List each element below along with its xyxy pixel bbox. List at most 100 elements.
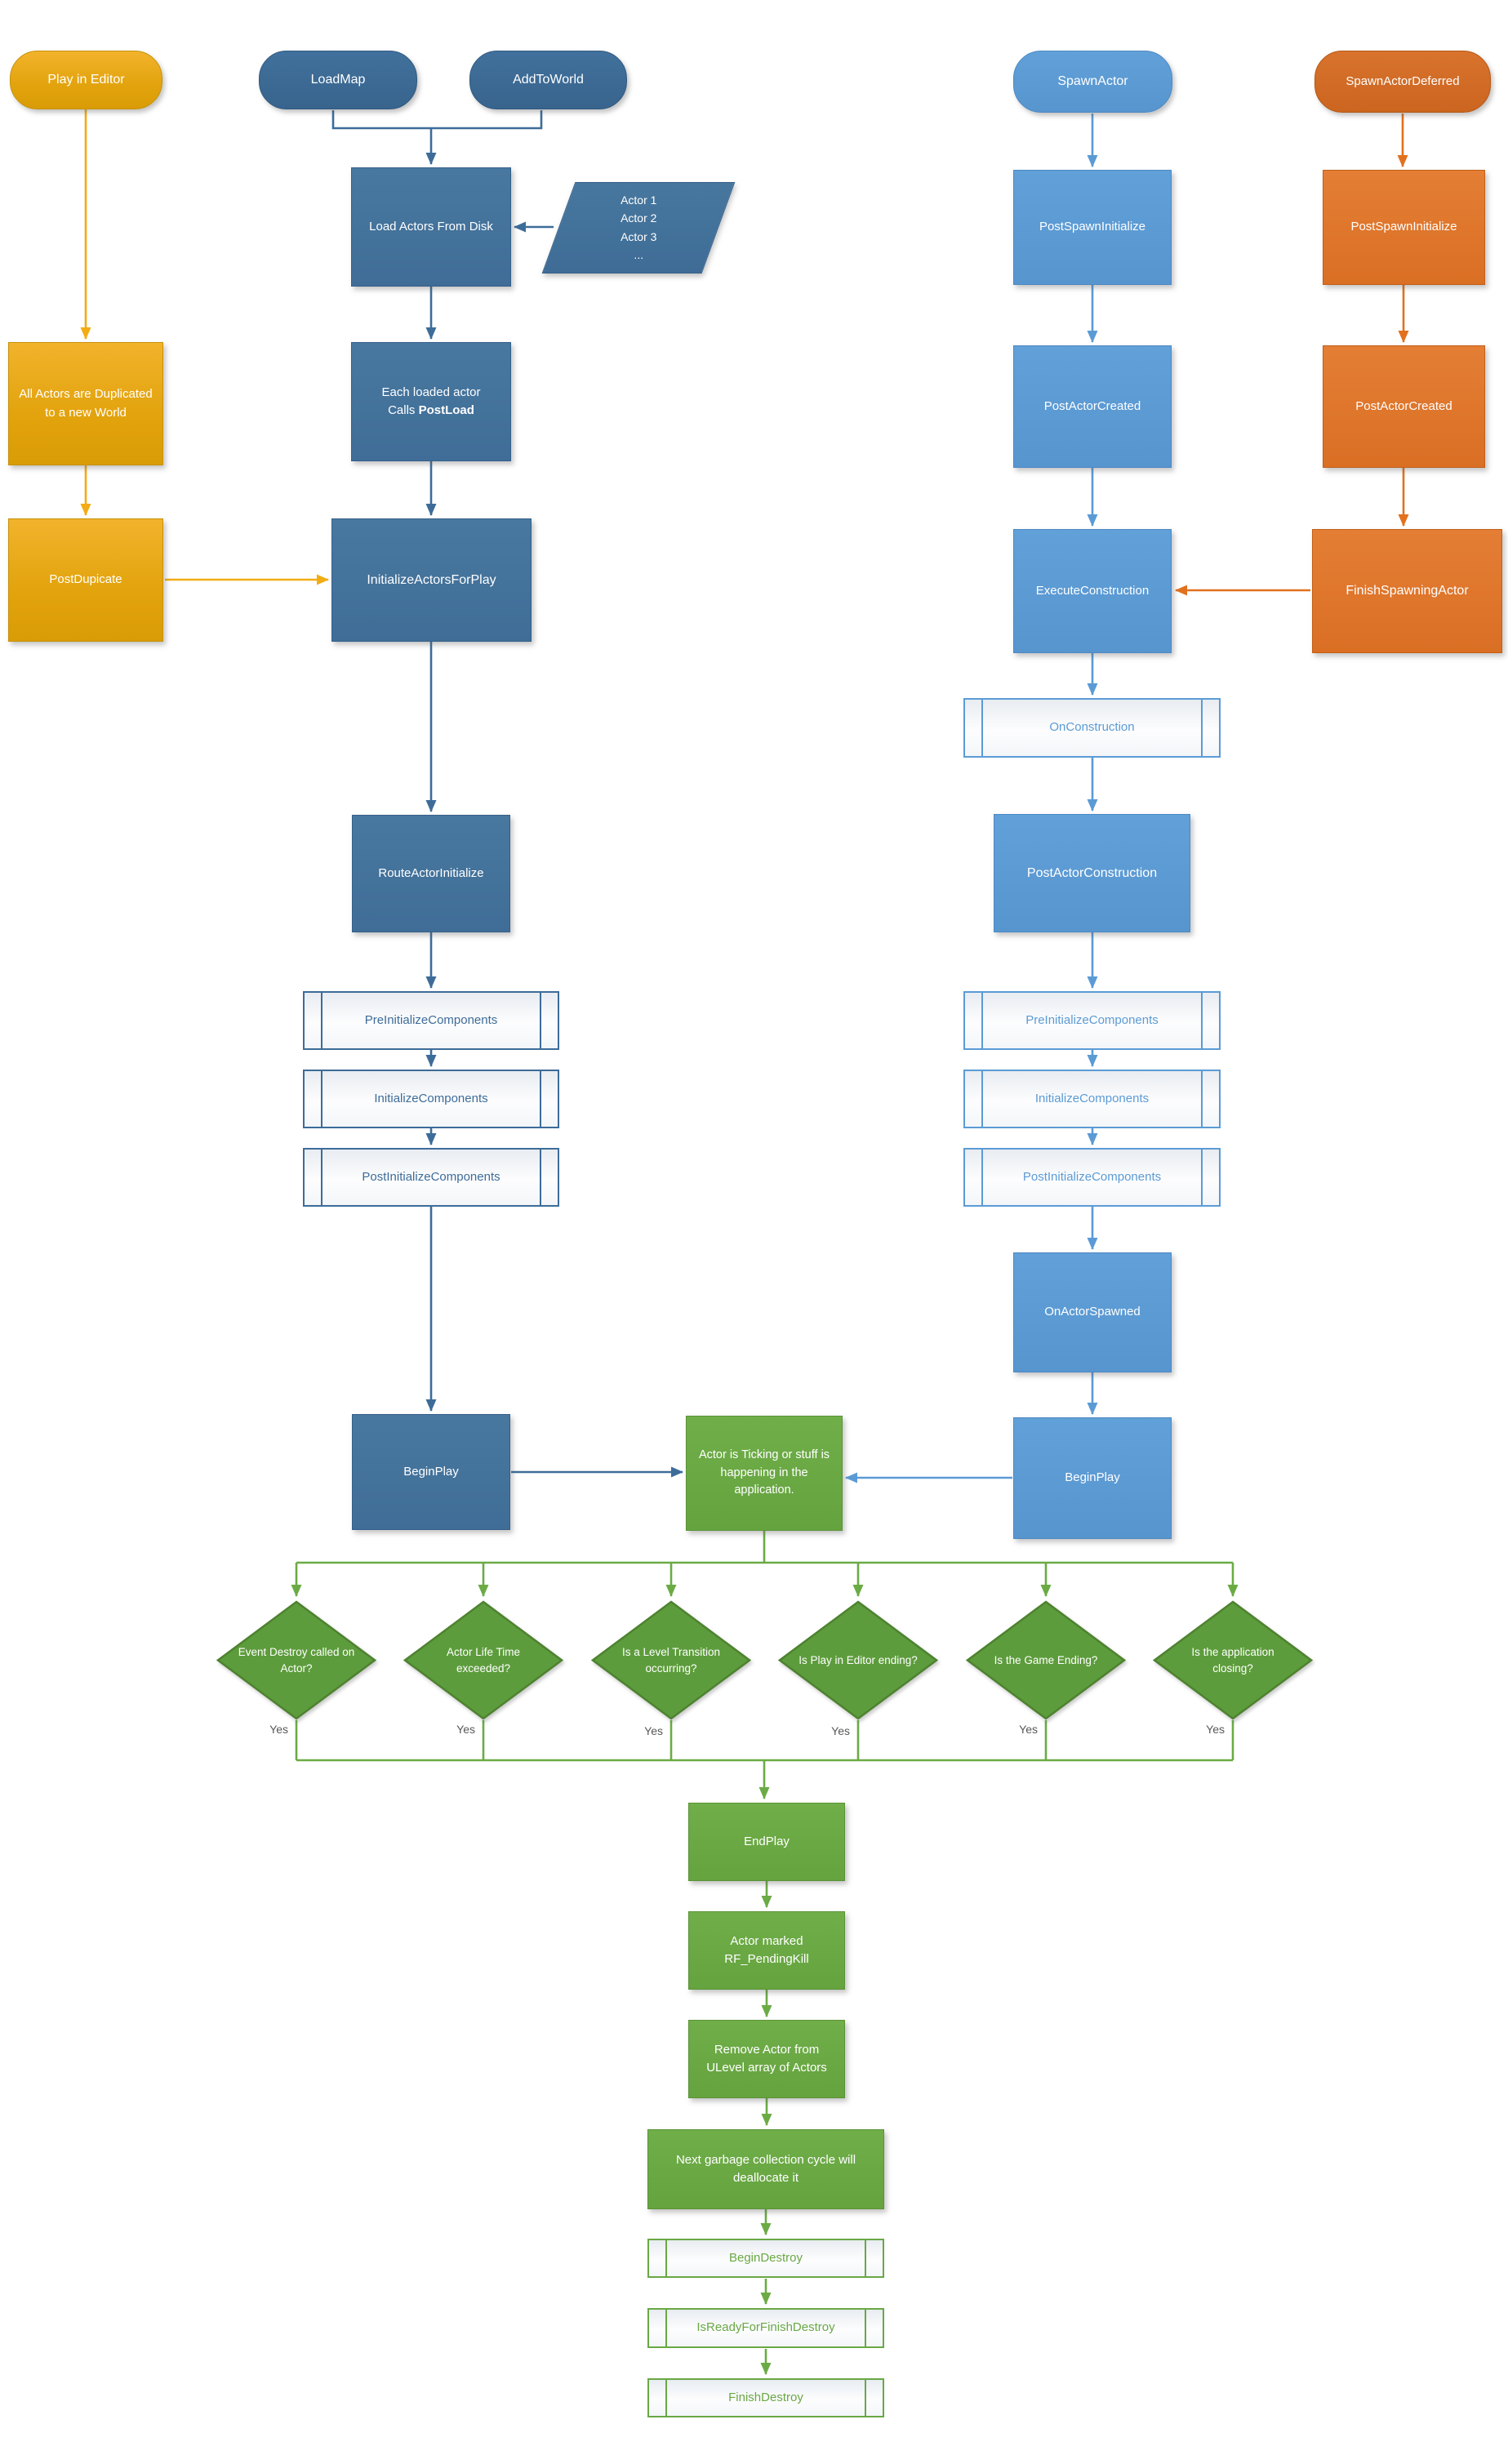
process-each-loaded-actor-postload: Each loaded actor Calls PostLoad <box>351 342 511 461</box>
start-node-spawn-actor: SpawnActor <box>1013 51 1172 113</box>
process-post-actor-created-deferred: PostActorCreated <box>1323 345 1485 468</box>
process-end-play: EndPlay <box>688 1803 845 1881</box>
yes-label-event-destroy: Yes <box>269 1723 288 1736</box>
process-all-actors-duplicated: All Actors are Duplicated to a new World <box>8 342 163 465</box>
process-end-play-label: EndPlay <box>744 1834 790 1848</box>
start-node-add-to-world-label: AddToWorld <box>513 73 584 87</box>
process-remove-actor-from-ulevel: Remove Actor from ULevel array of Actors <box>688 2020 845 2098</box>
subroutine-is-ready-for-finish-destroy: IsReadyForFinishDestroy <box>647 2308 884 2348</box>
decision-application-closing: Is the application closing? <box>1153 1600 1313 1720</box>
yes-label-play-in-editor-ending: Yes <box>831 1724 850 1737</box>
process-post-actor-construction-label: PostActorConstruction <box>1026 865 1158 880</box>
process-load-actors-from-disk-label: Load Actors From Disk <box>369 219 493 234</box>
process-finish-spawning-actor: FinishSpawningActor <box>1312 529 1502 653</box>
actor-list-item: Actor 1 <box>620 193 657 207</box>
start-node-spawn-actor-label: SpawnActor <box>1057 74 1128 88</box>
diamond-shape <box>591 1600 751 1720</box>
diamond-shape <box>1153 1600 1313 1720</box>
process-route-actor-initialize: RouteActorInitialize <box>352 815 510 932</box>
diamond-shape <box>216 1600 376 1720</box>
start-node-spawn-actor-deferred-label: SpawnActorDeferred <box>1346 73 1460 88</box>
process-begin-play-left-label: BeginPlay <box>403 1464 459 1479</box>
subroutine-is-ready-for-finish-destroy-label: IsReadyForFinishDestroy <box>696 2320 835 2335</box>
decision-actor-lifetime-label: Actor Life Time exceeded? <box>446 1645 521 1675</box>
decision-application-closing-label: Is the application closing? <box>1191 1645 1274 1675</box>
state-actor-is-ticking-label: Actor is Ticking or stuff is happening i… <box>698 1448 830 1497</box>
process-begin-play-right: BeginPlay <box>1013 1417 1172 1539</box>
process-execute-construction: ExecuteConstruction <box>1013 529 1172 653</box>
start-node-play-in-editor: Play in Editor <box>10 51 162 109</box>
state-actor-is-ticking: Actor is Ticking or stuff is happening i… <box>686 1416 843 1531</box>
process-actor-marked-pending-kill: Actor marked RF_PendingKill <box>688 1911 845 1990</box>
process-begin-play-left: BeginPlay <box>352 1414 510 1530</box>
start-node-spawn-actor-deferred: SpawnActorDeferred <box>1314 51 1491 113</box>
start-node-add-to-world: AddToWorld <box>469 51 627 109</box>
yes-label-level-transition: Yes <box>644 1724 663 1737</box>
process-post-spawn-initialize-deferred-label: PostSpawnInitialize <box>1350 220 1457 234</box>
process-finish-spawning-actor-label: FinishSpawningActor <box>1346 584 1469 598</box>
process-load-actors-from-disk: Load Actors From Disk <box>351 167 511 287</box>
yes-label-actor-lifetime: Yes <box>456 1723 475 1736</box>
process-all-actors-duplicated-label: All Actors are Duplicated to a new World <box>19 387 153 420</box>
subroutine-post-initialize-components-right-label: PostInitializeComponents <box>1022 1169 1162 1184</box>
subroutine-pre-initialize-components-right-label: PreInitializeComponents <box>1025 1012 1159 1027</box>
process-post-actor-created-spawn: PostActorCreated <box>1013 345 1172 468</box>
data-actor-list-lines: Actor 1 Actor 2 Actor 3 ... <box>621 191 656 265</box>
start-node-play-in-editor-label: Play in Editor <box>47 73 125 87</box>
subroutine-begin-destroy-label: BeginDestroy <box>728 2250 803 2265</box>
process-begin-play-right-label: BeginPlay <box>1065 1470 1120 1485</box>
actor-list-item: Actor 3 <box>620 230 657 243</box>
subroutine-on-construction-label: OnConstruction <box>1049 720 1135 735</box>
subroutine-on-construction: OnConstruction <box>963 698 1221 758</box>
process-remove-actor-from-ulevel-label: Remove Actor from ULevel array of Actors <box>706 2042 827 2075</box>
postload-line2: Calls PostLoad <box>388 402 474 420</box>
subroutine-initialize-components-left: InitializeComponents <box>303 1070 559 1128</box>
actor-list-item: Actor 2 <box>620 211 657 225</box>
process-on-actor-spawned-label: OnActorSpawned <box>1044 1305 1141 1319</box>
process-post-dupicate: PostDupicate <box>8 518 163 642</box>
start-node-load-map: LoadMap <box>259 51 417 109</box>
process-post-actor-created-deferred-label: PostActorCreated <box>1355 398 1452 413</box>
process-execute-construction-label: ExecuteConstruction <box>1035 583 1150 598</box>
process-gc-deallocate: Next garbage collection cycle will deall… <box>647 2129 884 2209</box>
decision-play-in-editor-ending: Is Play in Editor ending? <box>778 1600 938 1720</box>
subroutine-post-initialize-components-right: PostInitializeComponents <box>963 1148 1221 1207</box>
actor-list-item: ... <box>634 248 643 262</box>
process-actor-marked-pending-kill-label: Actor marked RF_PendingKill <box>724 1933 809 1967</box>
subroutine-pre-initialize-components-right: PreInitializeComponents <box>963 991 1221 1050</box>
decision-event-destroy-label: Event Destroy called on Actor? <box>238 1645 355 1675</box>
process-gc-deallocate-label: Next garbage collection cycle will deall… <box>675 2152 856 2186</box>
yes-label-game-ending: Yes <box>1019 1723 1038 1736</box>
subroutine-pre-initialize-components-left: PreInitializeComponents <box>303 991 559 1050</box>
start-node-load-map-label: LoadMap <box>310 73 366 87</box>
data-actor-list: Actor 1 Actor 2 Actor 3 ... <box>541 182 736 274</box>
subroutine-begin-destroy: BeginDestroy <box>647 2239 884 2278</box>
process-post-spawn-initialize-spawn: PostSpawnInitialize <box>1013 170 1172 285</box>
decision-game-ending: Is the Game Ending? <box>966 1600 1126 1720</box>
postload-line2-bold: PostLoad <box>418 403 474 417</box>
subroutine-initialize-components-right: InitializeComponents <box>963 1070 1221 1128</box>
process-post-actor-construction: PostActorConstruction <box>994 814 1190 932</box>
subroutine-initialize-components-right-label: InitializeComponents <box>1034 1091 1150 1105</box>
subroutine-pre-initialize-components-left-label: PreInitializeComponents <box>364 1012 498 1027</box>
decision-level-transition-label: Is a Level Transition occurring? <box>621 1645 721 1675</box>
subroutine-initialize-components-left-label: InitializeComponents <box>374 1091 488 1105</box>
diamond-shape <box>778 1600 938 1720</box>
subroutine-finish-destroy: FinishDestroy <box>647 2378 884 2417</box>
decision-play-in-editor-ending-label: Is Play in Editor ending? <box>798 1653 918 1666</box>
subroutine-finish-destroy-label: FinishDestroy <box>728 2390 803 2404</box>
process-initialize-actors-for-play-label: InitializeActorsForPlay <box>367 572 496 587</box>
diamond-shape <box>403 1600 563 1720</box>
decision-level-transition: Is a Level Transition occurring? <box>591 1600 751 1720</box>
yes-label-application-closing: Yes <box>1206 1723 1225 1736</box>
diamond-shape <box>966 1600 1126 1720</box>
postload-line1: Each loaded actor <box>381 385 481 399</box>
subroutine-post-initialize-components-left-label: PostInitializeComponents <box>362 1169 500 1184</box>
process-on-actor-spawned: OnActorSpawned <box>1013 1252 1172 1372</box>
process-post-actor-created-spawn-label: PostActorCreated <box>1043 398 1141 413</box>
process-route-actor-initialize-label: RouteActorInitialize <box>378 865 484 880</box>
process-post-spawn-initialize-deferred: PostSpawnInitialize <box>1323 170 1485 285</box>
postload-line2-prefix: Calls <box>388 403 419 417</box>
process-post-spawn-initialize-spawn-label: PostSpawnInitialize <box>1039 220 1146 234</box>
